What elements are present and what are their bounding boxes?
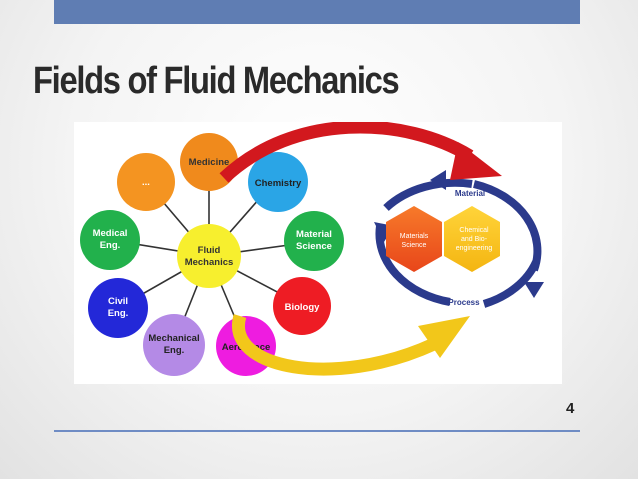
bubble-center: Fluid Mechanics	[177, 224, 241, 288]
arrow-bottom-head	[418, 316, 470, 358]
bubble-mechanical-eng-line2: Eng.	[164, 345, 185, 356]
cycle-arc-bottom-left	[375, 225, 451, 306]
bubble-biology: Biology	[273, 277, 331, 335]
bubble-civil-eng-line2: Eng.	[108, 308, 129, 319]
hex-right-line3: engineering	[456, 245, 493, 252]
bubble-biology-circle	[273, 277, 331, 335]
cycle-arc-top-left	[383, 178, 473, 211]
arrow-top-red	[219, 122, 502, 183]
bubble-civil-eng: Civil Eng.	[88, 278, 148, 338]
bubble-medicine-label: Medicine	[189, 157, 230, 168]
bubble-medicine: Medicine	[180, 133, 238, 191]
bubble-mechanical-eng-line1: Mechanical	[148, 333, 199, 344]
cycle-arrowhead-right	[524, 282, 544, 298]
bubble-ellipsis-circle	[117, 153, 175, 211]
bubble-center-circle	[177, 224, 241, 288]
bottom-rule	[54, 430, 580, 432]
bubble-ellipsis: ...	[117, 153, 175, 211]
bubble-ellipsis-label: ...	[142, 177, 150, 188]
slide-title: Fields of Fluid Mechanics	[33, 60, 400, 102]
diagram-svg: Materials Science Chemical and Bio- engi…	[80, 122, 544, 376]
bubble-chemistry: Chemistry	[248, 152, 308, 212]
bubble-material-science-line1: Material	[296, 229, 332, 240]
cycle-label-process: Process	[448, 298, 480, 307]
hex-left-line1: Materials	[400, 233, 429, 240]
cycle-arc-top-right	[473, 180, 542, 272]
fluid-mechanics-diagram: Materials Science Chemical and Bio- engi…	[74, 122, 562, 384]
hex-right-line2: and Bio-	[461, 236, 488, 243]
cycle-ring	[374, 170, 544, 308]
center-line2: Mechanics	[185, 257, 234, 268]
cycle-arrowhead-top	[430, 170, 446, 190]
bubble-civil-eng-circle	[88, 278, 148, 338]
arrow-top-shaft	[219, 122, 474, 183]
bubble-material-science-line2: Science	[296, 241, 332, 252]
bubble-chemistry-circle	[248, 152, 308, 212]
hexagon-materials-science	[386, 206, 442, 272]
bubble-medical-eng-line1: Medical	[93, 228, 128, 239]
cycle-label-material: Material	[455, 189, 485, 198]
bubble-material-science-circle	[284, 211, 344, 271]
arrow-bottom-yellow	[231, 314, 470, 376]
page-number: 4	[566, 400, 575, 417]
bubble-medical-eng-line2: Eng.	[100, 240, 121, 251]
bubble-biology-label: Biology	[285, 302, 321, 313]
bubble-chemistry-label: Chemistry	[255, 178, 302, 189]
bubble-medical-eng: Medical Eng.	[80, 210, 140, 270]
hexagon-chemical-bioengineering	[444, 206, 500, 272]
hex-right-line1: Chemical	[459, 227, 489, 234]
bubble-mechanical-eng: Mechanical Eng.	[143, 314, 205, 376]
arrow-top-head	[450, 142, 502, 180]
cycle-arc-bottom-right	[482, 260, 540, 308]
bubble-material-science: Material Science	[284, 211, 344, 271]
bubble-mechanical-eng-circle	[143, 314, 205, 376]
arrow-bottom-shaft	[231, 314, 437, 376]
center-line1: Fluid	[198, 245, 221, 256]
bubble-medical-eng-circle	[80, 210, 140, 270]
bubble-civil-eng-line1: Civil	[108, 296, 128, 307]
hex-left-line2: Science	[402, 242, 427, 249]
top-accent-bar	[54, 0, 580, 24]
